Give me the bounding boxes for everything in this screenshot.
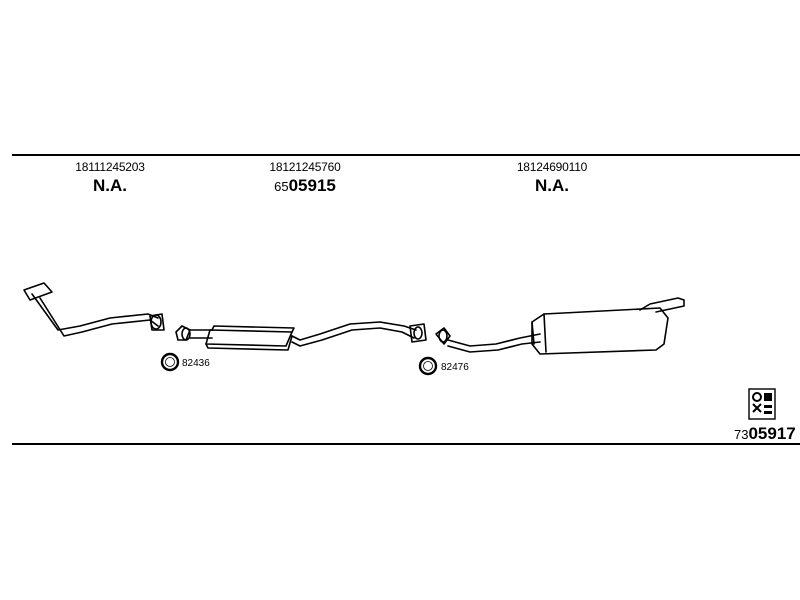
part-code: N.A. [535, 176, 569, 195]
front-pipe-drawing [23, 282, 165, 337]
part-column-front-pipe: 18111245203 N.A. [10, 160, 210, 197]
part-code: N.A. [93, 176, 127, 195]
rear-silencer-drawing [435, 297, 685, 355]
part-column-middle-silencer: 18121245760 6505915 [205, 160, 405, 197]
part-code: 6505915 [274, 176, 336, 195]
top-divider [12, 154, 800, 156]
manufacturer-logo-icon [748, 388, 776, 420]
bottom-divider [12, 443, 800, 445]
sealing-ring-icon [160, 352, 180, 372]
part-column-rear-silencer: 18124690110 N.A. [452, 160, 652, 197]
part-number: 18124690110 [516, 160, 588, 174]
sealing-ring-icon [418, 356, 438, 376]
middle-silencer-drawing [175, 321, 427, 351]
sealing-ring-label: 82476 [441, 362, 469, 373]
part-number: 18111245203 [75, 160, 145, 174]
part-number: 18121245760 [269, 160, 341, 174]
sealing-ring-label: 82436 [182, 358, 210, 369]
set-code: 7305917 [734, 424, 796, 443]
